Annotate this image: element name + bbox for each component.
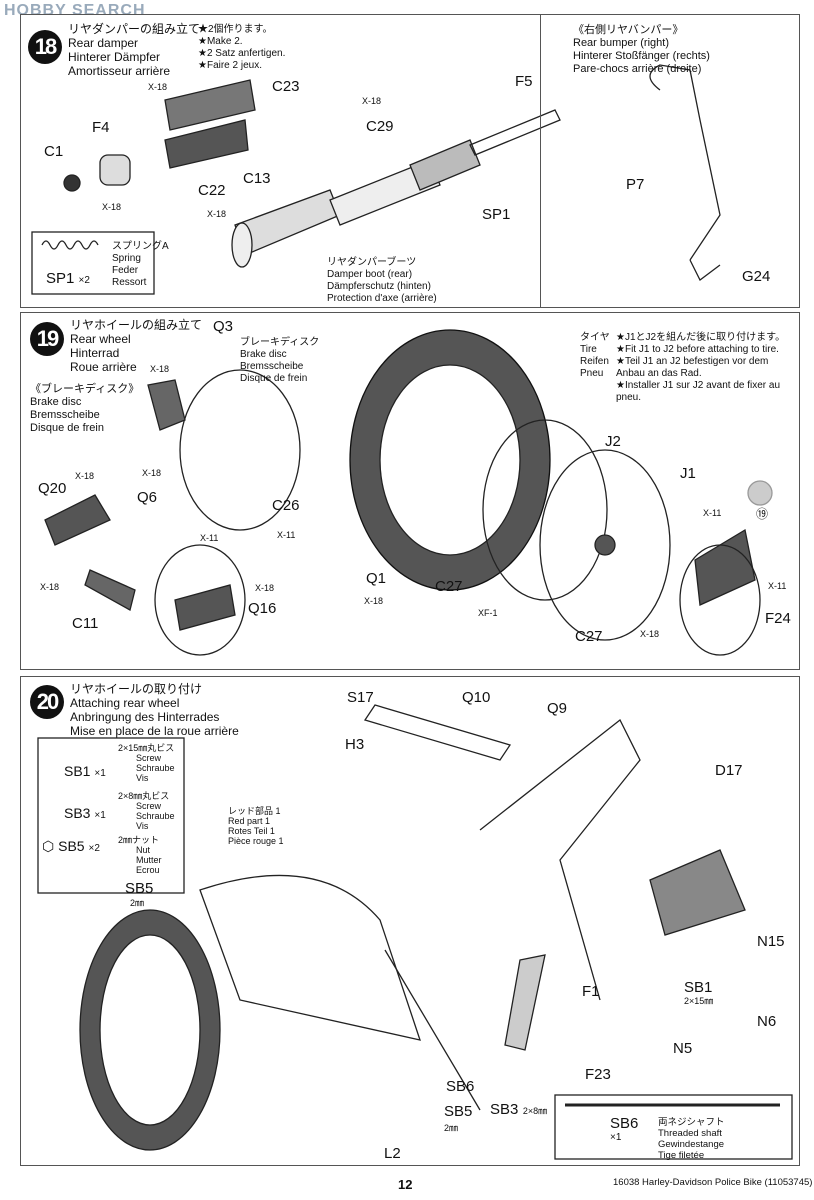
part-size: 2㎜ — [130, 898, 145, 908]
part-label: Q10 — [462, 689, 491, 706]
step-number-18: 18 — [28, 30, 62, 64]
part-label: X-11 — [200, 533, 219, 543]
model-info: 16038 Harley-Davidson Police Bike (11053… — [613, 1177, 813, 1188]
part-label: J2 — [605, 433, 621, 450]
part-label: X-18 — [362, 96, 382, 106]
part-label: F5 — [515, 73, 533, 90]
part-label: C23 — [272, 78, 300, 95]
part-label: X-18 — [150, 364, 170, 374]
part-label: X-18 — [142, 468, 162, 478]
part-label: X-18 — [364, 596, 384, 606]
part-label: SB5 — [125, 880, 154, 897]
part-label: C1 — [44, 143, 64, 160]
part-label: Q1 — [366, 570, 387, 587]
part-label: F1 — [582, 983, 600, 1000]
part-label: Q3 — [213, 318, 234, 335]
part-label: Q16 — [248, 600, 277, 617]
part-label: C26 — [272, 497, 300, 514]
part-label: SP1 — [482, 206, 511, 223]
part-label: C29 — [366, 118, 394, 135]
part-label: XF-1 — [478, 608, 498, 618]
part-label: C11 — [72, 615, 99, 632]
step-20-panel — [20, 676, 800, 1166]
part-label: X-11 — [768, 581, 787, 591]
part-size: 2㎜ — [444, 1123, 459, 1133]
part-label: F23 — [585, 1066, 611, 1083]
part-label: X-18 — [640, 629, 660, 639]
step-18-note: ★2個作ります。★Make 2.★2 Satz anfertigen.★Fair… — [198, 24, 286, 71]
part-label: Q9 — [547, 700, 568, 717]
page-number: 12 — [398, 1177, 413, 1192]
part-label: N5 — [673, 1040, 693, 1057]
part-label: X-18 — [102, 202, 122, 212]
shaft-part-label: SB6×1 — [610, 1115, 639, 1144]
part-size: 2×15㎜ — [684, 996, 714, 1006]
part-label: SB3 2×8㎜ — [490, 1101, 548, 1118]
part-label: J1 — [680, 465, 696, 482]
part-label: X-18 — [207, 209, 227, 219]
part-label: X-18 — [40, 582, 60, 592]
part-label: X-18 — [148, 82, 168, 92]
step-19-panel — [20, 312, 800, 670]
part-label: N6 — [757, 1013, 777, 1030]
rear-bumper-panel — [540, 14, 800, 308]
part-label: P7 — [626, 176, 645, 193]
part-label: X-11 — [703, 508, 722, 518]
part-label: X-11 — [277, 530, 296, 540]
spring-part-label: SP1 ×2 — [46, 270, 90, 287]
step-number-20: 20 — [30, 685, 64, 719]
part-label: F4 — [92, 119, 110, 136]
part-label: C27 — [435, 578, 463, 595]
part-label: X-18 — [75, 471, 95, 481]
rear-bumper-title: 《右側リヤバンパー》Rear bumper (right)Hinterer St… — [573, 24, 710, 75]
part-label: H3 — [345, 736, 365, 753]
part-label: D17 — [715, 762, 743, 779]
part-label: C13 — [243, 170, 271, 187]
part-label: Q6 — [137, 489, 158, 506]
part-label: SB6 — [446, 1078, 475, 1095]
step-19-note: ★J1とJ2を組んだ後に取り付けます。★Fit J1 to J2 before … — [616, 332, 786, 403]
part-label: F24 — [765, 610, 791, 627]
part-label: Q20 — [38, 480, 67, 497]
hardware-sb5: ⬡ SB5 ×2 — [42, 838, 100, 854]
part-label: SB1 — [684, 979, 713, 996]
part-label: L2 — [384, 1145, 401, 1162]
hardware-sb3: SB3 ×1 — [64, 805, 106, 821]
part-label: C27 — [575, 628, 603, 645]
step-reference-marker: ⑲ — [756, 507, 769, 521]
part-label: S17 — [347, 689, 374, 706]
part-label: G24 — [742, 268, 771, 285]
step-number-19: 19 — [30, 322, 64, 356]
part-label: C22 — [198, 182, 226, 199]
part-label: N15 — [757, 933, 785, 950]
hardware-sb1: SB1 ×1 — [64, 763, 106, 779]
part-label: X-18 — [255, 583, 275, 593]
part-label: SB5 — [444, 1103, 473, 1120]
step-18-panel — [20, 14, 541, 308]
